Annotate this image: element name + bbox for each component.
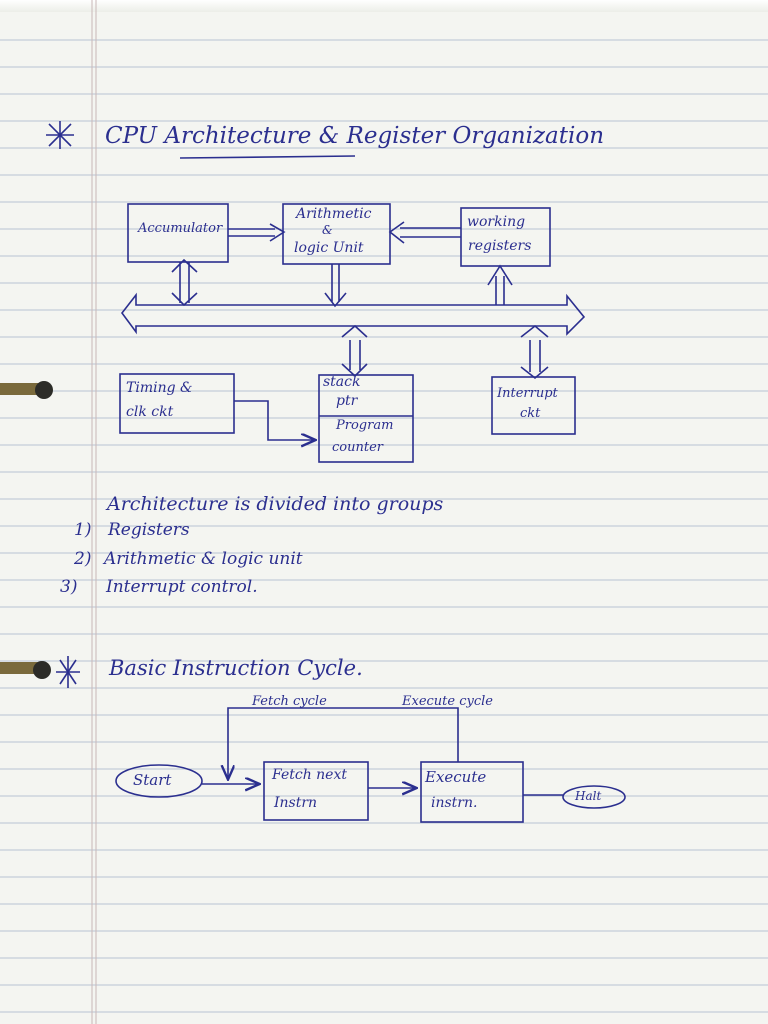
- timing-pc-arrow: [234, 400, 314, 440]
- alu-box: [282, 203, 391, 265]
- accumulator-box: [127, 203, 229, 263]
- interrupt-label-line1: Interrupt: [497, 386, 558, 401]
- timing-label-line1: Timing &: [126, 380, 193, 396]
- working-label-line1: working: [467, 214, 526, 230]
- accumulator-label: Accumulator: [138, 221, 223, 236]
- timing-label-line2: clk ckt: [126, 404, 174, 420]
- fetch-cycle-label: Fetch cycle: [252, 694, 327, 709]
- bus-stack-arrow: [341, 324, 368, 378]
- acc-to-alu-arrow: [228, 223, 286, 242]
- alu-bus-arrow: [324, 264, 347, 308]
- title-underline: [179, 155, 356, 159]
- cycle-loop-arrow: [228, 707, 459, 778]
- execute-box: [420, 761, 524, 823]
- pc-label-line2: counter: [332, 440, 383, 455]
- group-number-3: 3): [60, 577, 78, 597]
- execute-label-line2: instrn.: [431, 795, 478, 811]
- working-label-line2: registers: [468, 238, 532, 254]
- timing-box: [119, 373, 235, 434]
- group-item-3: Interrupt control.: [106, 577, 258, 597]
- binder-ring-bottom: [0, 661, 51, 679]
- binder-ring-top: [0, 381, 53, 399]
- bus-working-arrow: [487, 264, 513, 305]
- execute-cycle-label: Execute cycle: [402, 694, 493, 709]
- fetch-label-line1: Fetch next: [272, 767, 347, 783]
- start-label: Start: [133, 771, 172, 789]
- group-item-2: Arithmetic & logic unit: [104, 549, 303, 569]
- section2-star-icon: [56, 656, 80, 688]
- page-top-edge: [0, 0, 768, 12]
- halt-oval: [562, 785, 626, 809]
- title-star-icon: [46, 121, 74, 149]
- start-oval: [115, 764, 203, 798]
- working-to-alu-arrow: [388, 221, 461, 244]
- section2-title: Basic Instruction Cycle.: [109, 656, 363, 680]
- fetch-label-line2: Instrn: [274, 795, 318, 811]
- bus-interrupt-arrow: [520, 324, 549, 380]
- alu-label-line1: Arithmetic: [296, 206, 372, 222]
- fetch-box: [263, 761, 369, 821]
- stack-label-line1: stack: [323, 374, 361, 390]
- group-number-2: 2): [74, 549, 92, 569]
- pc-label-line1: Program: [336, 418, 394, 433]
- stack-label-line2: ptr: [336, 393, 358, 409]
- execute-label-line1: Execute: [425, 768, 487, 786]
- stack-pc-box: [318, 374, 414, 463]
- interrupt-label-line2: ckt: [520, 406, 541, 421]
- acc-bus-arrow: [171, 258, 198, 307]
- architecture-intro: Architecture is divided into groups: [107, 493, 444, 515]
- section1-title: CPU Architecture & Register Organization: [105, 123, 605, 149]
- alu-label-line2: &: [322, 223, 333, 237]
- alu-label-line3: logic Unit: [294, 240, 364, 256]
- group-number-1: 1): [74, 520, 92, 540]
- halt-label: Halt: [575, 789, 602, 803]
- ruled-lines: [0, 39, 768, 1013]
- group-item-1: Registers: [108, 520, 190, 540]
- data-bus-arrow: [120, 292, 586, 336]
